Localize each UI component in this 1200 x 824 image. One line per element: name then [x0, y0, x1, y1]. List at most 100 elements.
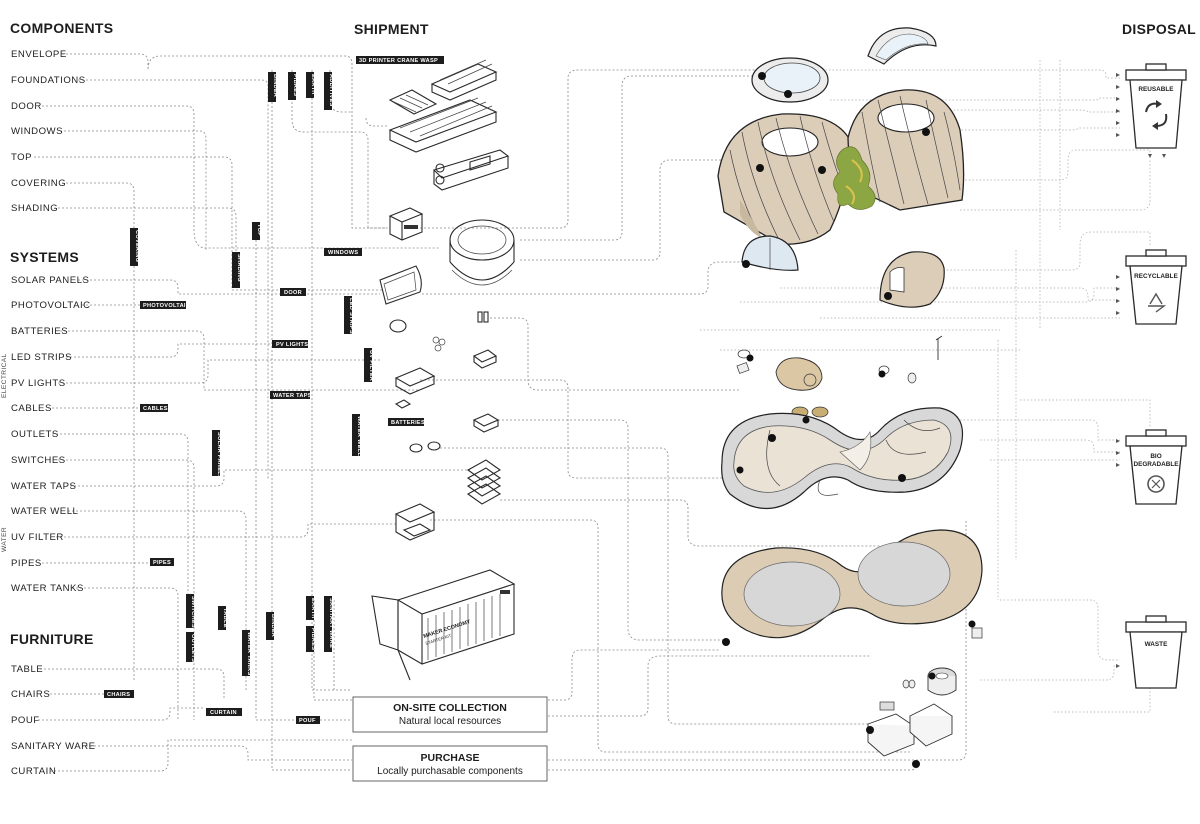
group-label-electrical: ELECTRICAL	[1, 353, 8, 398]
svg-text:SHADING: SHADING	[236, 254, 242, 282]
svg-text:LED STRIPS: LED STRIPS	[348, 298, 354, 334]
svg-text:3D PRINTER CRANE WASP: 3D PRINTER CRANE WASP	[359, 58, 438, 64]
list-item: COVERING	[11, 178, 66, 189]
purchase-subtitle: Locally purchasable components	[377, 766, 523, 777]
bin-label-recyclable: RECYCLABLE	[1134, 273, 1178, 280]
disposal-header: DISPOSAL	[1122, 21, 1196, 37]
svg-text:SWITCHES: SWITCHES	[190, 596, 196, 628]
svg-text:COVERING: COVERING	[134, 230, 140, 262]
list-item: TOP	[11, 152, 32, 163]
tag-switches: SWITCHES	[186, 594, 196, 628]
bin-reusable: REUSABLE	[1125, 63, 1187, 149]
tag-top: TOP	[252, 222, 262, 240]
list-item: SHADING	[11, 203, 58, 214]
tag-batteries: BATTERIES	[388, 418, 425, 426]
recycle-icon	[1148, 292, 1167, 313]
svg-text:FIBRES: FIBRES	[292, 74, 298, 96]
flow-lines	[34, 53, 1151, 772]
svg-text:FIBRES: FIBRES	[310, 628, 316, 650]
interior-floor	[721, 407, 964, 510]
tag-door: DOOR	[280, 288, 306, 296]
list-item: PIPES	[11, 558, 42, 569]
svg-text:BINDER: BINDER	[272, 74, 278, 97]
tag-additives: ADDITIVES	[324, 72, 334, 110]
shipping-container-illustration: MAKER ECONOMY STARTER KIT	[371, 569, 516, 681]
svg-text:UV FILTER: UV FILTER	[368, 350, 374, 381]
svg-text:PHOTOVOLTAIC: PHOTOVOLTAIC	[143, 303, 190, 309]
tag-pipes: PIPES	[150, 558, 174, 566]
svg-text:EARTH: EARTH	[310, 74, 316, 95]
tag-sanitary-ware: SANITARY WARE	[324, 596, 334, 652]
svg-text:CURTAIN: CURTAIN	[210, 710, 237, 716]
door-shell	[879, 251, 945, 308]
components-header: COMPONENTS	[10, 20, 113, 36]
list-item: LED STRIPS	[11, 352, 72, 363]
svg-text:EARTH: EARTH	[310, 598, 316, 619]
reuse-icon	[1145, 100, 1168, 130]
svg-text:WATER TANKS: WATER TANKS	[246, 632, 252, 676]
components-list: ENVELOPE FOUNDATIONS DOOR WINDOWS TOP CO…	[11, 49, 85, 214]
bin-label-bio: BIO	[1150, 453, 1161, 460]
svg-text:CABLES: CABLES	[143, 406, 168, 412]
list-item: PV LIGHTS	[11, 378, 66, 389]
tag-water-tanks: WATER TANKS	[242, 630, 252, 676]
ring-top-right	[867, 27, 937, 65]
shipment-header: SHIPMENT	[354, 21, 429, 37]
purchase-box: PURCHASE Locally purchasable components	[352, 745, 548, 782]
list-item: SOLAR PANELS	[11, 275, 89, 286]
bin-biodegradable: BIO DEGRADABLE	[1125, 429, 1187, 505]
tag-pouf: POUF	[296, 716, 320, 724]
list-item: DOOR	[11, 101, 42, 112]
tag-outlets: OUTLETS	[186, 632, 196, 662]
bin-label-degradable: DEGRADABLE	[1133, 461, 1179, 468]
furniture-header: FURNITURE	[10, 631, 94, 647]
list-item: OUTLETS	[11, 429, 59, 440]
list-item: POUF	[11, 715, 40, 726]
tag-table: TABLE	[218, 606, 228, 630]
connection-dots	[722, 72, 976, 768]
list-item: SANITARY WARE	[11, 741, 96, 752]
list-item: UV FILTER	[11, 532, 64, 543]
list-item: WINDOWS	[11, 126, 63, 137]
tags: 3D PRINTER CRANE WASP WINDOWS DOOR PHOTO…	[104, 56, 444, 724]
water-systems-cluster	[867, 627, 983, 757]
onsite-collection-title: ON-SITE COLLECTION	[393, 702, 507, 714]
tag-binder-bottom: BINDER	[266, 612, 276, 640]
door-panel-illustration	[379, 265, 422, 305]
list-item: WATER TAPS	[11, 481, 76, 492]
tag-chairs: CHAIRS	[104, 690, 134, 698]
tag-cables: CABLES	[140, 404, 168, 412]
tag-fibres-top: FIBRES	[288, 72, 298, 100]
systems-list: SOLAR PANELS PHOTOVOLTAIC BATTERIES LED …	[11, 275, 90, 594]
tag-fibres-bottom: FIBRES	[306, 626, 316, 652]
svg-text:ADDITIVES: ADDITIVES	[328, 74, 334, 107]
svg-text:BATTERIES: BATTERIES	[391, 420, 425, 426]
systems-parts-illustration	[389, 311, 502, 541]
furniture-cluster	[736, 335, 943, 418]
tag-earth-top: EARTH	[306, 72, 316, 98]
purchase-title: PURCHASE	[421, 752, 480, 764]
list-item: BATTERIES	[11, 326, 68, 337]
window-shell	[741, 235, 799, 271]
svg-text:PIPES: PIPES	[153, 560, 171, 566]
tag-pv-lights: PV LIGHTS	[272, 340, 308, 348]
furniture-list: TABLE CHAIRS POUF SANITARY WARE CURTAIN	[11, 664, 96, 777]
bin-label-waste: WASTE	[1145, 641, 1168, 648]
tag-water-taps: WATER TAPS	[270, 391, 312, 399]
disposal-arrows	[1116, 73, 1166, 668]
svg-text:SANITARY WARE: SANITARY WARE	[328, 598, 334, 648]
bin-recyclable: RECYCLABLE	[1125, 249, 1187, 325]
list-item: SWITCHES	[11, 455, 66, 466]
bin-waste: WASTE	[1125, 615, 1187, 689]
svg-text:WATER TAPS: WATER TAPS	[273, 393, 312, 399]
onsite-collection-subtitle: Natural local resources	[399, 716, 501, 727]
bin-label-reusable: REUSABLE	[1138, 86, 1174, 93]
tag-uv-filter: UV FILTER	[364, 348, 374, 382]
tag-curtain: CURTAIN	[206, 708, 242, 716]
tag-binder-top: BINDER	[268, 72, 278, 102]
list-item: CABLES	[11, 403, 52, 414]
printer-parts-illustration	[388, 59, 510, 191]
tag-photovoltaic: PHOTOVOLTAIC	[140, 301, 190, 309]
svg-text:TOP: TOP	[256, 224, 262, 236]
